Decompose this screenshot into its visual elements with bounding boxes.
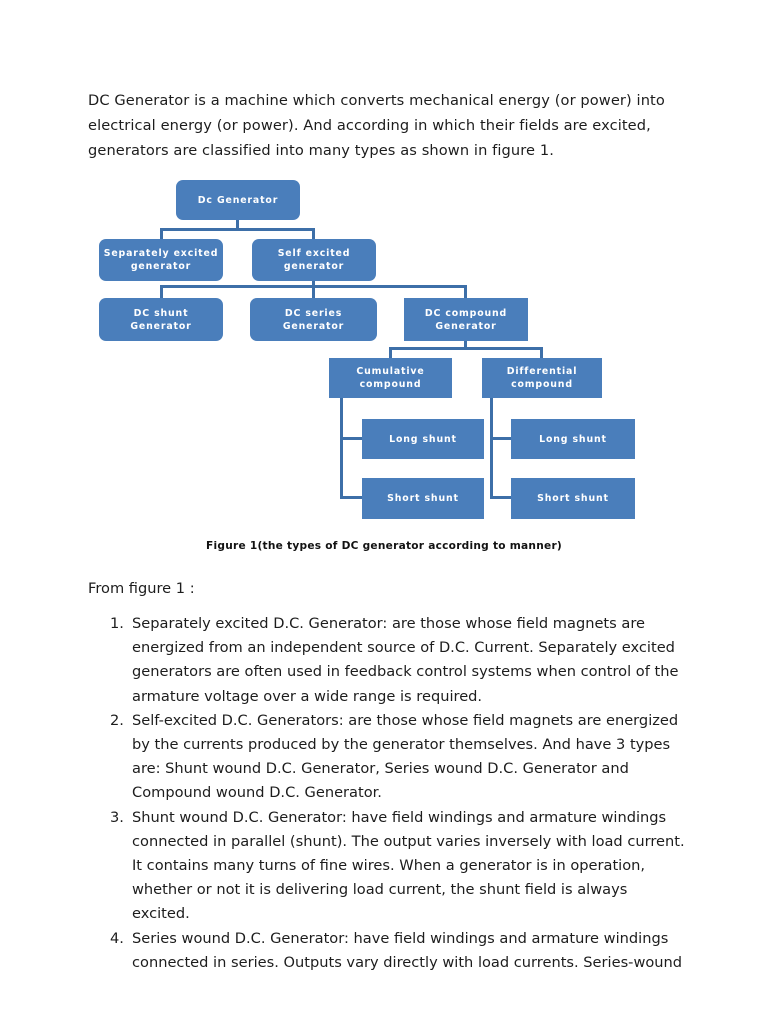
node-differential-short-shunt[interactable]: Short shunt	[511, 478, 635, 519]
numbered-list: 1. Separately excited D.C. Generator: are…	[110, 612, 688, 975]
list-item: 3. Shunt wound D.C. Generator: have field…	[110, 806, 688, 927]
connector-root-drop	[236, 220, 239, 230]
list-item-text: Shunt wound D.C. Generator: have field w…	[132, 808, 685, 923]
node-cumulative-long-shunt[interactable]: Long shunt	[362, 419, 484, 459]
connector-row4-bus	[389, 347, 543, 350]
list-item: 1. Separately excited D.C. Generator: are…	[110, 612, 688, 709]
connector-separately-drop	[160, 228, 163, 239]
connector-differential-drop	[540, 347, 543, 358]
node-dc-generator[interactable]: Dc Generator	[176, 180, 300, 220]
connector-self-excited-drop	[312, 280, 315, 287]
list-item-text: Self-excited D.C. Generators: are those …	[132, 711, 679, 802]
connector-cumulative-long-stub	[340, 437, 362, 440]
list-item: 2. Self-excited D.C. Generators: are thos…	[110, 709, 688, 806]
connector-row2-bus	[160, 228, 315, 231]
connector-differential-trunk	[490, 398, 493, 499]
node-cumulative-short-shunt[interactable]: Short shunt	[362, 478, 484, 519]
connector-compound-drop	[464, 341, 467, 349]
connector-cumulative-short-stub	[340, 496, 362, 499]
node-dc-shunt-generator[interactable]: DC shunt Generator	[99, 298, 223, 341]
list-item-number: 2.	[110, 711, 124, 729]
list-item-text: Series wound D.C. Generator: have field …	[132, 929, 683, 971]
connector-dc-shunt-drop	[160, 285, 163, 298]
connector-cumulative-trunk	[340, 398, 343, 499]
list-item-number: 3.	[110, 808, 124, 826]
node-separately-excited-generator[interactable]: Separately excited generator	[99, 239, 223, 281]
node-dc-compound-generator[interactable]: DC compound Generator	[404, 298, 528, 341]
node-dc-series-generator[interactable]: DC series Generator	[250, 298, 377, 341]
connector-self-drop	[312, 228, 315, 239]
node-differential-long-shunt[interactable]: Long shunt	[511, 419, 635, 459]
connector-dc-compound-drop	[464, 285, 467, 298]
list-item-number: 4.	[110, 929, 124, 947]
node-cumulative-compound[interactable]: Cumulative compound	[329, 358, 452, 398]
list-item: 4. Series wound D.C. Generator: have fiel…	[110, 927, 688, 975]
connector-row3-bus	[160, 285, 467, 288]
connector-differential-short-stub	[490, 496, 512, 499]
node-self-excited-generator[interactable]: Self excited generator	[252, 239, 376, 281]
from-figure-label: From figure 1 :	[88, 580, 195, 597]
connector-dc-series-drop	[312, 285, 315, 298]
intro-paragraph: DC Generator is a machine which converts…	[88, 92, 665, 159]
connector-differential-long-stub	[490, 437, 512, 440]
list-item-text: Separately excited D.C. Generator: are t…	[132, 615, 679, 705]
connector-cumulative-drop	[389, 347, 392, 358]
figure-caption: Figure 1(the types of DC generator accor…	[206, 540, 563, 552]
node-differential-compound[interactable]: Differential compound	[482, 358, 602, 398]
list-item-number: 1.	[110, 615, 124, 632]
